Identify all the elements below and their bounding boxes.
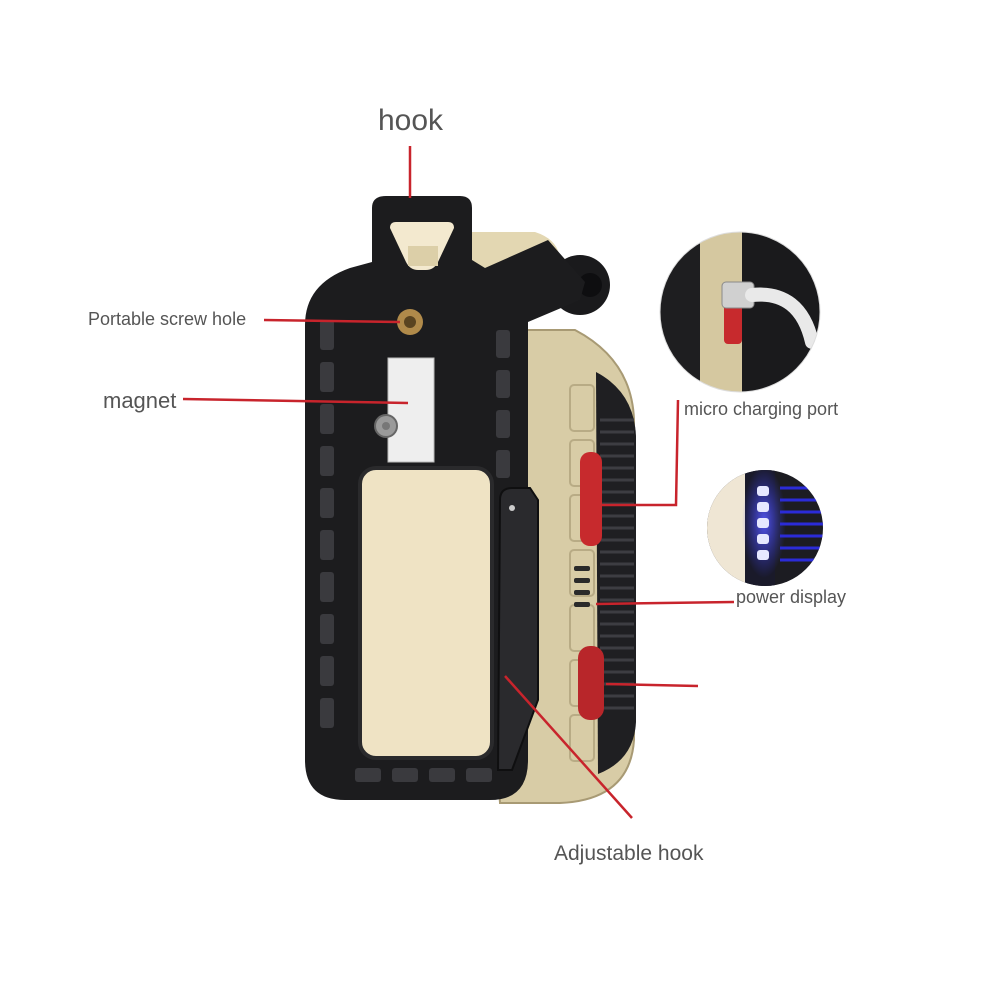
magnet-plate [387, 357, 435, 463]
leader-screw-hole [263, 318, 401, 324]
frame-slots-left [320, 320, 334, 728]
side-button-red [578, 646, 604, 720]
adjustable-hook-arm [496, 487, 539, 771]
leader-lines [182, 146, 735, 819]
label-charging-port: micro charging port [684, 399, 839, 419]
light-window [358, 466, 494, 760]
leader-side-button [605, 682, 699, 688]
hook-opening-beige [408, 246, 438, 266]
label-hook: hook [378, 104, 444, 137]
label-adjustable-hook: Adjustable hook [554, 842, 704, 865]
work-light-icon [305, 196, 636, 804]
grip-ribs [600, 418, 634, 710]
power-indicator-dots [574, 566, 590, 607]
frame-slots-right [496, 330, 510, 478]
label-magnet: magnet [103, 388, 177, 413]
leader-power-display [595, 600, 735, 606]
battery-led-indicator-icon [707, 470, 823, 586]
leader-magnet [182, 397, 409, 405]
side-switch-red [580, 452, 602, 546]
label-power-display: power display [736, 587, 847, 607]
label-screw-hole: Portable screw hole [88, 309, 247, 329]
leader-adjustable-hook [504, 675, 633, 819]
leader-charging-port [602, 399, 680, 507]
micro-usb-port-icon [659, 231, 821, 393]
frame-slots-bottom [355, 768, 492, 782]
